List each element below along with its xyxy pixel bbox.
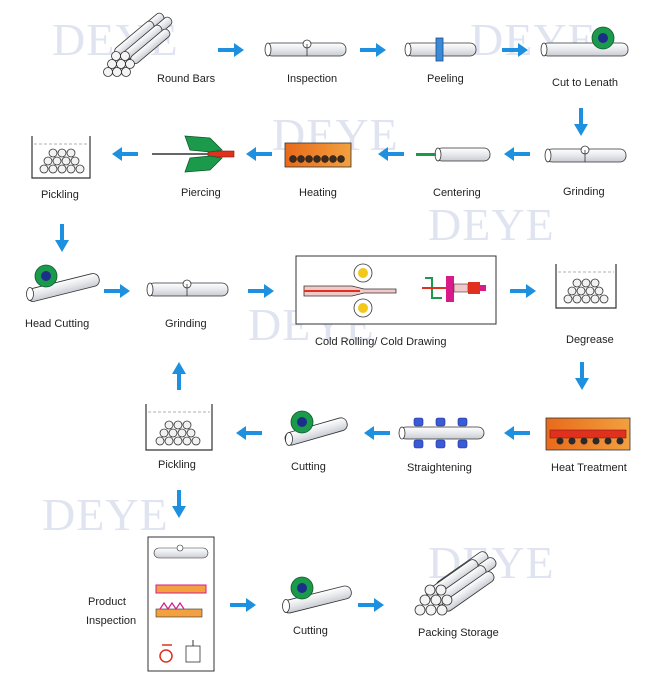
- step-centering: Centering: [416, 147, 491, 199]
- round-bars-bundle-icon: [103, 12, 173, 77]
- step-label: Peeling: [427, 73, 464, 85]
- cutting-disc-icon: [540, 26, 629, 57]
- pipe-inspection-icon: [264, 39, 347, 57]
- step-label-line-2: Inspection: [86, 615, 136, 627]
- heating-furnace-icon: [284, 142, 352, 168]
- straightening-rollers-icon: [398, 417, 485, 449]
- step-label: Head Cutting: [25, 318, 89, 330]
- flow-arrows-row-3: [104, 284, 536, 298]
- heat-treatment-furnace-icon: [545, 417, 631, 451]
- inspection-panel-icon: [147, 536, 215, 672]
- cutting-disc-icon: [284, 410, 348, 446]
- step-cold-rolling: Cold Rolling/ Cold Drawing: [295, 255, 497, 348]
- step-label: Inspection: [287, 73, 337, 85]
- step-label: Cutting: [291, 461, 326, 473]
- arrow-down-icon: [575, 362, 589, 390]
- arrow-left-icon: [364, 426, 390, 440]
- arrow-right-icon: [230, 598, 256, 612]
- arrow-right-icon: [218, 43, 244, 57]
- step-heat-treatment: Heat Treatment: [545, 417, 631, 474]
- step-product-inspection: Product Inspection: [86, 536, 215, 672]
- arrow-left-icon: [246, 147, 272, 161]
- step-label: Cut to Lenath: [552, 77, 618, 89]
- step-label: Centering: [433, 187, 481, 199]
- step-label: Pickling: [158, 459, 196, 471]
- step-label: Cutting: [293, 625, 328, 637]
- step-degrease: Degrease: [555, 264, 617, 346]
- step-label: Pickling: [41, 189, 79, 201]
- step-round-bars: Round Bars: [103, 12, 216, 85]
- arrow-up-icon: [172, 362, 186, 390]
- step-cut-to-length: Cut to Lenath: [540, 26, 629, 89]
- step-label: Packing Storage: [418, 627, 499, 639]
- step-piercing: Piercing: [152, 135, 235, 199]
- step-label: Piercing: [181, 187, 221, 199]
- step-straightening: Straightening: [398, 417, 485, 474]
- step-label: Heating: [299, 187, 337, 199]
- arrow-right-icon: [360, 43, 386, 57]
- arrow-left-icon: [112, 147, 138, 161]
- degrease-tank-icon: [555, 264, 617, 309]
- arrow-right-icon: [104, 284, 130, 298]
- arrow-right-icon: [510, 284, 536, 298]
- step-label: Grinding: [563, 186, 605, 198]
- step-label: Degrease: [566, 334, 614, 346]
- step-cutting-2: Cutting: [282, 576, 352, 637]
- head-cutting-disc-icon: [26, 264, 100, 302]
- pipe-peeling-icon: [404, 37, 477, 62]
- step-packing-storage: Packing Storage: [414, 551, 499, 639]
- pipe-grinding-icon: [544, 145, 627, 163]
- piercing-mill-icon: [152, 135, 235, 173]
- arrow-right-icon: [502, 43, 528, 57]
- pipe-bundle-icon: [414, 551, 497, 616]
- step-cutting-1: Cutting: [284, 410, 348, 473]
- cold-rolling-drawing-icon: [295, 255, 497, 325]
- step-heating: Heating: [284, 142, 352, 199]
- step-grinding-1: Grinding: [544, 145, 627, 198]
- step-label: Round Bars: [157, 73, 216, 85]
- step-grinding-2: Grinding: [146, 279, 229, 330]
- flow-arrows-row-2: [112, 147, 530, 161]
- step-label: Cold Rolling/ Cold Drawing: [315, 336, 446, 348]
- arrow-down-icon: [574, 108, 588, 136]
- cutting-disc-icon: [282, 576, 352, 614]
- arrow-left-icon: [504, 426, 530, 440]
- step-label: Straightening: [407, 462, 472, 474]
- watermark-text: DEYE: [470, 14, 597, 65]
- flow-arrows-row-4: [236, 426, 530, 440]
- step-pickling-1: Pickling: [31, 136, 91, 201]
- pipe-centering-icon: [416, 147, 491, 162]
- watermark-text: DEYE: [42, 489, 169, 540]
- step-peeling: Peeling: [404, 37, 477, 85]
- flow-arrows-row-5: [230, 598, 384, 612]
- pickling-tank-icon: [145, 404, 213, 451]
- flow-arrows-row-1: [218, 43, 528, 57]
- step-pickling-2: Pickling: [145, 404, 213, 471]
- watermark-text: DEYE: [428, 199, 555, 250]
- arrow-left-icon: [378, 147, 404, 161]
- step-label: Heat Treatment: [551, 462, 627, 474]
- step-inspection: Inspection: [264, 39, 347, 85]
- step-label-line-1: Product: [88, 596, 126, 608]
- arrow-left-icon: [236, 426, 262, 440]
- pipe-grinding-icon: [146, 279, 229, 297]
- arrow-down-icon: [55, 224, 69, 252]
- step-label: Grinding: [165, 318, 207, 330]
- arrow-right-icon: [248, 284, 274, 298]
- step-head-cutting: Head Cutting: [25, 264, 100, 330]
- pickling-tank-icon: [31, 136, 91, 179]
- arrow-down-icon: [172, 490, 186, 518]
- arrow-right-icon: [358, 598, 384, 612]
- arrow-left-icon: [504, 147, 530, 161]
